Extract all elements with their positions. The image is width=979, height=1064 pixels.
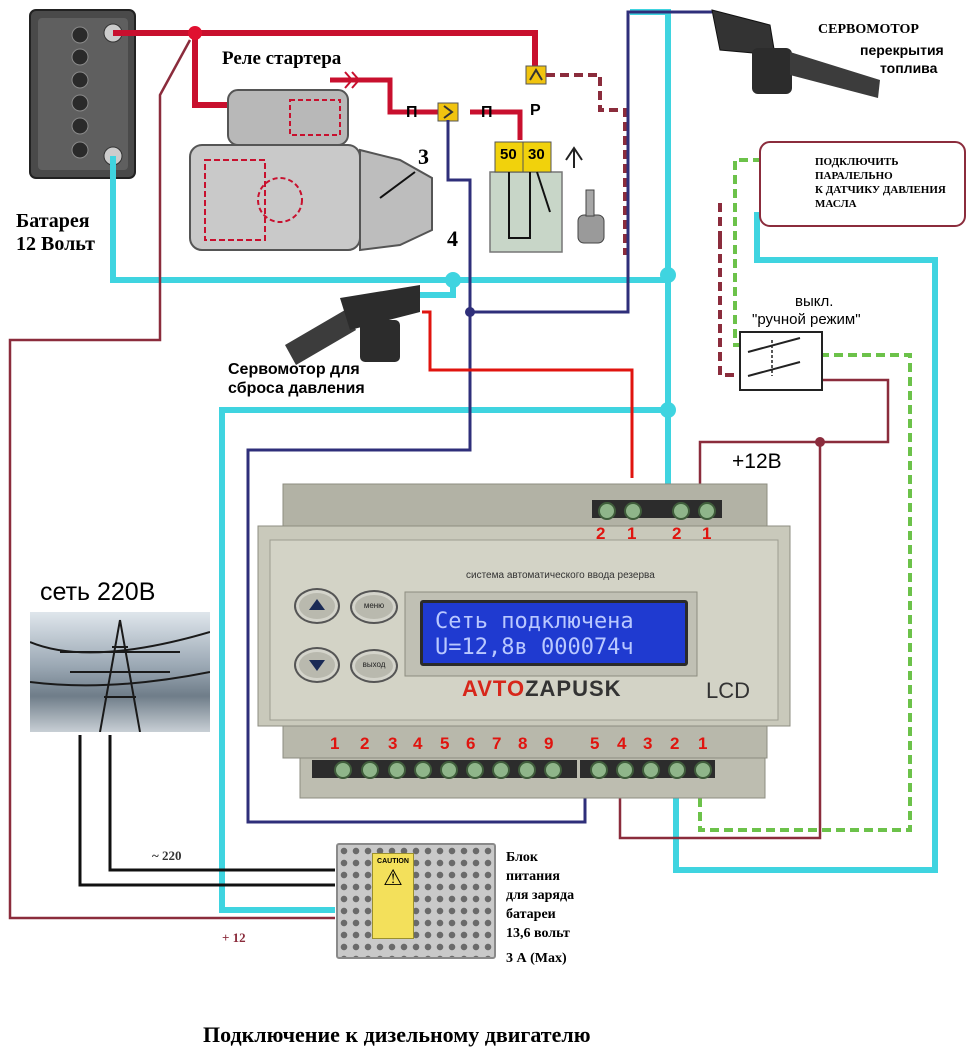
lcd-display: Сеть подключена U=12,8в 000074ч <box>420 600 688 666</box>
screw-terminal[interactable] <box>492 761 510 779</box>
bottom-terminal-number: 1 <box>330 734 340 753</box>
cyan-wires <box>110 9 938 913</box>
bottom-terminal-number: 7 <box>492 734 502 753</box>
arrow-up-icon <box>309 599 325 610</box>
fuel-servo-label-3: топлива <box>880 60 938 76</box>
screw-terminal[interactable] <box>668 761 686 779</box>
manual-switch-label-2: "ручной режим" <box>752 311 861 328</box>
plus12-label: +12В <box>732 450 782 473</box>
exit-button[interactable]: выход <box>350 649 398 683</box>
power-supply-unit <box>336 843 496 959</box>
menu-button[interactable]: меню <box>350 590 398 624</box>
connector-p <box>437 102 459 122</box>
top-terminal-right-1: 1 <box>702 524 712 543</box>
bottom-terminal-number: 3 <box>388 734 398 753</box>
screw-terminal[interactable] <box>518 761 536 779</box>
lcd-line-2: U=12,8в 000074ч <box>435 635 634 660</box>
bottom-terminal-number: 8 <box>518 734 528 753</box>
screw-terminal[interactable] <box>440 761 458 779</box>
dc-label: + 12 <box>222 930 246 945</box>
bottom-terminal-number: 9 <box>544 734 554 753</box>
top-terminal-left-1: 1 <box>627 524 637 543</box>
pressure-servo-label: Сервомотор для сброса давления <box>228 361 365 397</box>
antenna-icon <box>565 146 583 168</box>
model-label: LCD <box>706 678 751 703</box>
screw-terminal[interactable] <box>590 761 608 779</box>
screw-terminal[interactable] <box>694 761 712 779</box>
bottom-terminal-number: 3 <box>643 734 653 753</box>
terminal-30: 30 <box>528 146 545 163</box>
terminal-50: 50 <box>500 146 517 163</box>
arrow-down-icon <box>309 660 325 671</box>
ignition-number: 4 <box>447 226 458 251</box>
ignition-switch <box>489 141 563 253</box>
starter-motor <box>189 89 433 252</box>
manual-mode-switch[interactable] <box>739 331 823 391</box>
bottom-terminal-number: 5 <box>440 734 450 753</box>
brown-wires <box>8 39 890 920</box>
pressure-servo-motor <box>285 285 420 365</box>
battery-label: Батарея 12 Вольт <box>16 210 95 255</box>
screw-terminal[interactable] <box>672 502 690 520</box>
top-terminal-right-2: 2 <box>672 524 682 543</box>
screw-terminal[interactable] <box>616 761 634 779</box>
bottom-terminal-number: 2 <box>670 734 680 753</box>
bottom-terminal-number: 5 <box>590 734 600 753</box>
power-line-photo <box>30 612 210 732</box>
controller-subtitle: система автоматического ввода резерва <box>466 570 655 581</box>
terminal-r: Р <box>530 102 541 119</box>
bottom-terminal-number: 2 <box>360 734 370 753</box>
bottom-terminal-number: 6 <box>466 734 476 753</box>
psu-description: Блок питания для заряда батареи 13,6 вол… <box>506 850 575 966</box>
down-button[interactable] <box>294 647 340 683</box>
terminal-p-left: П <box>406 104 418 121</box>
oil-note-box <box>759 141 966 227</box>
screw-terminal[interactable] <box>598 502 616 520</box>
screw-terminal[interactable] <box>642 761 660 779</box>
starter-relay-label: Реле стартера <box>222 48 342 69</box>
screw-terminal[interactable] <box>334 761 352 779</box>
screw-terminal[interactable] <box>361 761 379 779</box>
battery-positive-wires <box>113 30 538 108</box>
up-button[interactable] <box>294 588 340 624</box>
ac-mains-wires <box>78 735 335 887</box>
screw-terminal[interactable] <box>388 761 406 779</box>
brand-logo: AVTOZAPUSK <box>462 676 622 701</box>
mains-label: сеть 220В <box>40 578 156 606</box>
oil-sensor-note: ПОДКЛЮЧИТЬ ПАРАЛЕЛЬНО К ДАТЧИКУ ДАВЛЕНИЯ… <box>815 156 946 210</box>
terminal-p-right: П <box>481 104 493 121</box>
warning-icon: ⚠ <box>383 865 403 890</box>
manual-switch-label-1: выкл. <box>795 293 834 310</box>
lcd-line-1: Сеть подключена <box>435 609 634 634</box>
bottom-terminal-number: 4 <box>617 734 627 753</box>
screw-terminal[interactable] <box>414 761 432 779</box>
bottom-terminal-number: 4 <box>413 734 423 753</box>
fuel-servo-motor <box>711 9 880 98</box>
screw-terminal[interactable] <box>466 761 484 779</box>
key-icon <box>577 189 605 244</box>
fuel-servo-label-2: перекрытия <box>860 42 944 58</box>
top-terminal-left-2: 2 <box>596 524 606 543</box>
ac-label: ~ 220 <box>152 848 182 863</box>
starter-number: 3 <box>418 144 429 169</box>
screw-terminal[interactable] <box>544 761 562 779</box>
page-title: Подключение к дизельному двигателю <box>203 1022 591 1047</box>
screw-terminal[interactable] <box>698 502 716 520</box>
psu-caution-tag: CAUTION ⚠ <box>372 853 414 939</box>
bottom-terminal-number: 1 <box>698 734 708 753</box>
navy-wires <box>246 10 712 824</box>
fuel-servo-label-1: СЕРВОМОТОР <box>818 22 919 37</box>
screw-terminal[interactable] <box>624 502 642 520</box>
